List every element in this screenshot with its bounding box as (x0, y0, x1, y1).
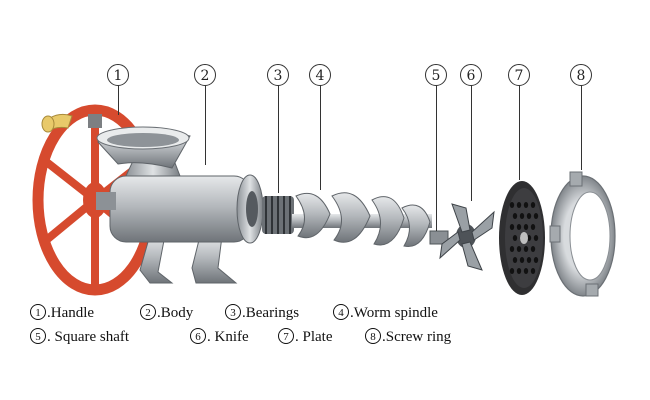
plate-hole (512, 213, 518, 219)
plate-part (499, 181, 545, 295)
plate-hole (530, 224, 536, 230)
legend-label: .Body (157, 305, 194, 321)
plate-hole (533, 213, 539, 219)
plate-hole (533, 257, 539, 263)
legend-label: .Bearings (242, 305, 300, 321)
worm-spindle-part (292, 192, 432, 247)
plate-hole (533, 235, 539, 241)
legend-item-handle: 1.Handle (30, 304, 94, 322)
leader-line-6 (471, 85, 473, 201)
legend-label: . Plate (295, 329, 333, 345)
plate-hole (530, 246, 536, 252)
plate-hole (523, 224, 529, 230)
plate-hole (512, 257, 518, 263)
plate-hole (526, 213, 532, 219)
legend-item-square-shaft: 5. Square shaft (30, 328, 129, 346)
plate-hole (526, 235, 532, 241)
callout-8: 8 (570, 64, 592, 86)
legend-number: 5 (30, 328, 46, 344)
plate-hole (523, 246, 529, 252)
legend-label: . Square shaft (47, 329, 130, 345)
knife-part (439, 203, 495, 271)
plate-hole (523, 268, 529, 274)
legend-label: .Handle (47, 305, 95, 321)
legend-number: 1 (30, 304, 46, 320)
legend-item-worm-spindle: 4.Worm spindle (333, 304, 438, 322)
leader-line-1 (118, 85, 120, 115)
legend-label: .Screw ring (382, 329, 452, 345)
leader-line-5 (436, 85, 438, 231)
plate-hole (512, 235, 518, 241)
plate-hole (509, 246, 515, 252)
plate-hole (516, 246, 522, 252)
plate-hole (516, 202, 522, 208)
legend-number: 4 (333, 304, 349, 320)
plate-hole (530, 202, 536, 208)
legend-item-screw-ring: 8.Screw ring (365, 328, 451, 346)
callout-2: 2 (194, 64, 216, 86)
square-shaft-part (429, 230, 449, 245)
plate-hole (523, 202, 529, 208)
legend-label: . Knife (207, 329, 249, 345)
body-part (96, 126, 264, 284)
legend-number: 8 (365, 328, 381, 344)
callout-5: 5 (425, 64, 447, 86)
plate-hole (509, 202, 515, 208)
plate-hole (519, 257, 525, 263)
screw-ring-part (549, 171, 616, 297)
leader-line-7 (519, 85, 521, 180)
callout-6: 6 (460, 64, 482, 86)
legend-item-knife: 6. Knife (190, 328, 249, 346)
callout-1: 1 (107, 64, 129, 86)
leader-line-4 (320, 85, 322, 190)
leader-line-8 (581, 85, 583, 170)
callout-4: 4 (309, 64, 331, 86)
callout-3: 3 (267, 64, 289, 86)
leader-line-3 (278, 85, 280, 193)
leader-line-2 (205, 85, 207, 165)
callout-7: 7 (508, 64, 530, 86)
legend-item-plate: 7. Plate (278, 328, 333, 346)
legend-number: 7 (278, 328, 294, 344)
legend-item-bearings: 3.Bearings (225, 304, 299, 322)
plate-hole (509, 268, 515, 274)
plate-hole (530, 268, 536, 274)
legend-number: 3 (225, 304, 241, 320)
plate-hole (516, 224, 522, 230)
plate-hole (519, 213, 525, 219)
legend-number: 2 (140, 304, 156, 320)
legend-label: .Worm spindle (350, 305, 438, 321)
legend-item-body: 2.Body (140, 304, 193, 322)
legend-number: 6 (190, 328, 206, 344)
plate-hole (509, 224, 515, 230)
bearings-part (262, 196, 294, 234)
plate-hole (516, 268, 522, 274)
plate-hole (526, 257, 532, 263)
